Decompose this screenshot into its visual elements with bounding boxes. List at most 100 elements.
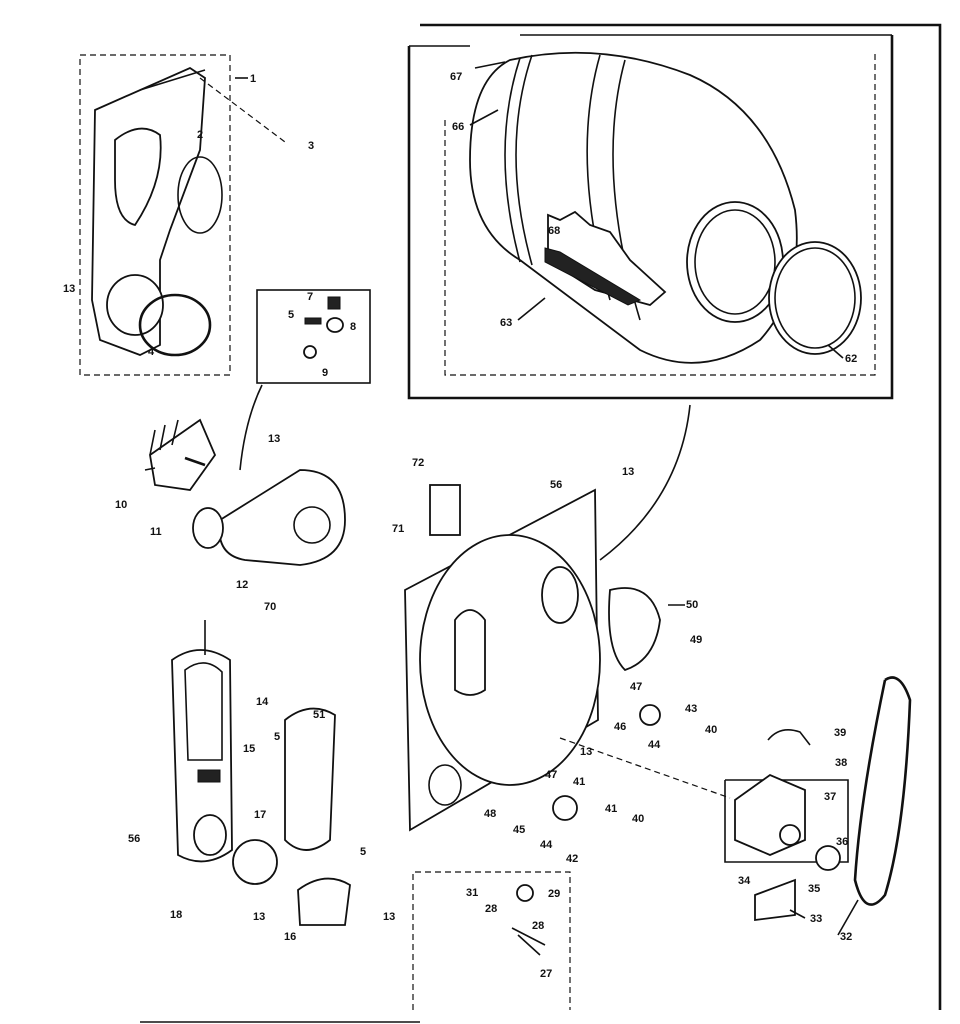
- label-67: 67: [450, 71, 462, 83]
- label-72: 72: [412, 457, 424, 469]
- label-42: 42: [566, 853, 578, 865]
- part-39: [767, 729, 811, 746]
- label-27: 27: [540, 968, 552, 980]
- drive-belt-32: [853, 676, 912, 906]
- leader-66: [469, 109, 499, 126]
- label-28-b: 28: [532, 920, 544, 932]
- door-seal-2: [177, 156, 223, 234]
- label-40-a: 40: [705, 724, 717, 736]
- drum-seal-ring-inner: [774, 247, 856, 349]
- leader-67: [474, 61, 506, 69]
- bulkhead-hole: [428, 764, 462, 806]
- label-43: 43: [685, 703, 697, 715]
- label-41-a: 41: [573, 776, 585, 788]
- drum-rim-2: [515, 54, 533, 266]
- filter-cover-51: [284, 707, 336, 851]
- label-35: 35: [808, 883, 820, 895]
- drum-assembly-group: [407, 23, 942, 1010]
- label-45: 45: [513, 824, 525, 836]
- label-9: 9: [322, 367, 328, 379]
- label-47-b: 47: [545, 769, 557, 781]
- label-46: 46: [614, 721, 626, 733]
- bottom-parts-box: [412, 871, 571, 1010]
- label-68: 68: [548, 225, 560, 237]
- label-18: 18: [170, 909, 182, 921]
- lint-duct-14: [171, 649, 233, 863]
- lint-duct-assembly: [171, 620, 351, 926]
- frame-line: [420, 23, 942, 1010]
- label-49: 49: [690, 634, 702, 646]
- label-16: 16: [284, 931, 296, 943]
- label-13-c: 13: [253, 911, 265, 923]
- front-panel-door-opening: [114, 127, 162, 227]
- bracket-71: [429, 484, 461, 536]
- leader-motor: [559, 737, 731, 799]
- label-4: 4: [148, 346, 155, 358]
- drum-seal-ring: [768, 241, 862, 355]
- front-seal-4: [138, 293, 212, 357]
- lint-duct-grille: [197, 769, 221, 783]
- label-7: 7: [307, 291, 313, 303]
- fan-blades: [144, 419, 179, 471]
- motor-bracket-33: [754, 878, 796, 922]
- idler-parts: [552, 704, 731, 821]
- motor-pulley: [779, 824, 801, 846]
- front-panel-box: [79, 54, 231, 376]
- drum-baffle: [544, 247, 642, 306]
- motor-box: [724, 779, 849, 863]
- leader-33: [789, 909, 806, 919]
- bulkhead-slot: [454, 609, 486, 696]
- label-32: 32: [840, 931, 852, 943]
- fan-wheel-10: [149, 418, 217, 491]
- label-13-b: 13: [268, 433, 280, 445]
- label-13-d: 13: [383, 911, 395, 923]
- label-56-b: 56: [550, 479, 562, 491]
- label-44-b: 44: [540, 839, 553, 851]
- label-2: 2: [197, 129, 203, 141]
- blower-assembly: [144, 384, 346, 566]
- label-47-a: 47: [630, 681, 642, 693]
- label-62: 62: [845, 353, 857, 365]
- label-33: 33: [810, 913, 822, 925]
- part-16: [297, 877, 351, 926]
- label-13-f: 13: [580, 746, 592, 758]
- drum-rear-opening-inner: [694, 209, 776, 315]
- bulkhead-ring: [419, 534, 601, 786]
- bottom-parts-group: [140, 871, 571, 1023]
- label-8: 8: [350, 321, 356, 333]
- front-panel-lint-opening: [106, 274, 164, 336]
- label-29: 29: [548, 888, 560, 900]
- drum-dashed-box: [444, 50, 876, 376]
- leader-32: [837, 899, 859, 936]
- label-51: 51: [313, 709, 325, 721]
- part-7: [327, 296, 341, 310]
- label-34: 34: [738, 875, 751, 887]
- lint-duct-window: [184, 662, 223, 761]
- part-27: [511, 927, 546, 956]
- part-44a: [639, 704, 661, 726]
- label-3: 3: [308, 140, 314, 152]
- leader-63: [517, 297, 546, 321]
- small-parts-box: [256, 289, 371, 384]
- label-13-e: 13: [622, 466, 634, 478]
- blower-inlet: [293, 506, 331, 544]
- label-38: 38: [835, 757, 847, 769]
- label-44-a: 44: [648, 739, 661, 751]
- label-63: 63: [500, 317, 512, 329]
- label-17: 17: [254, 809, 266, 821]
- label-39: 39: [834, 727, 846, 739]
- lint-duct-outlet: [193, 814, 227, 856]
- blower-housing: [218, 469, 346, 566]
- label-50: 50: [686, 599, 698, 611]
- motor-group: [724, 676, 912, 922]
- blower-duct-11: [192, 507, 224, 549]
- leader-blower-box: [239, 384, 263, 471]
- label-5-b: 5: [274, 731, 280, 743]
- front-panel-group: [79, 54, 286, 376]
- heater-cover-50: [608, 587, 661, 672]
- label-41-b: 41: [605, 803, 617, 815]
- label-31: 31: [466, 887, 478, 899]
- fan-shaft: [184, 456, 206, 467]
- leader-drum-bulkhead: [599, 404, 691, 561]
